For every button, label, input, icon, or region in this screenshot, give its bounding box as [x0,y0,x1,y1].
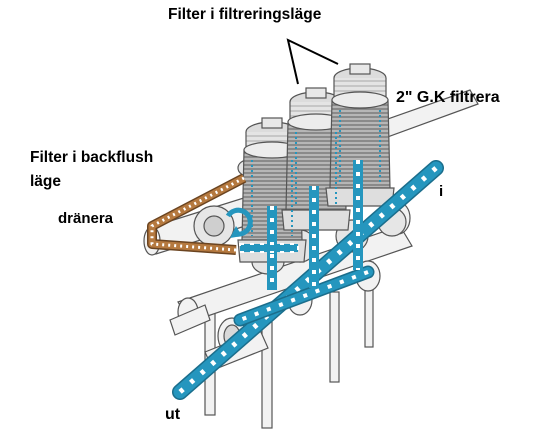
drain-label: dränera [58,210,114,227]
filtration-flow [172,110,444,400]
backflush-label-line1: Filter i backflush [30,149,154,166]
backflush-flow [147,173,247,255]
arrow-chevron-icon [178,166,438,394]
cross-pipe [169,304,211,336]
backflush-mode-label: Filter i backflush läge [30,146,153,194]
backflush-label-line2: läge [30,173,62,190]
inlet-label: i [439,183,444,200]
filter-mode-label: Filter i filtreringsläge [168,6,322,23]
callout-pointer [286,38,339,85]
curved-arrow-icon [225,207,253,237]
frame-leg [261,317,273,429]
product-label: 2" G.K filtrera [396,89,500,106]
valve-core [203,215,225,237]
outlet-label: ut [165,406,181,423]
frame-leg [329,291,340,383]
